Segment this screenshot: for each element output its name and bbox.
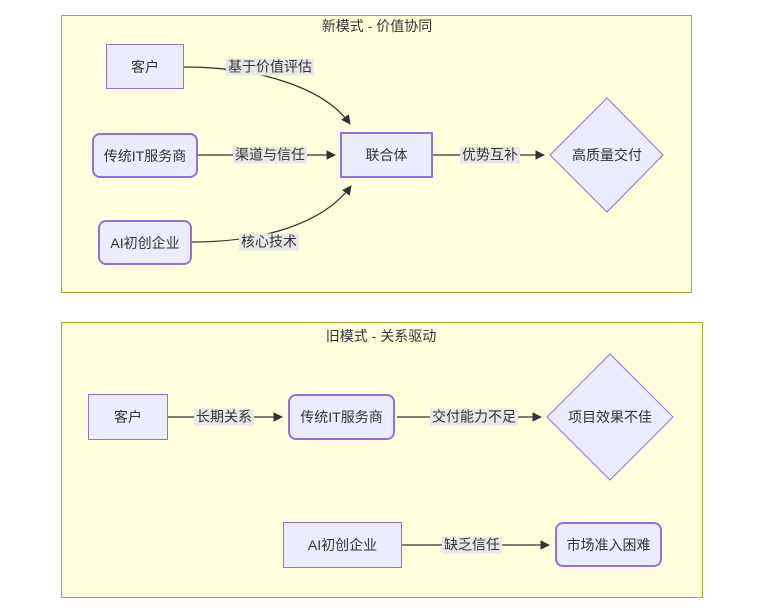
node-consortium: 联合体: [340, 132, 433, 178]
node-label: AI初创企业: [110, 234, 180, 251]
node-traditional-it-new: 传统IT服务商: [92, 133, 198, 178]
edge-label-long-term-relationship: 长期关系: [194, 408, 254, 426]
node-traditional-it-old: 传统IT服务商: [288, 394, 395, 440]
edge-label-insufficient-delivery: 交付能力不足: [430, 408, 518, 426]
node-label: AI初创企业: [307, 537, 378, 553]
edge-label-channel-trust: 渠道与信任: [233, 146, 307, 164]
node-label: 市场准入困难: [566, 536, 651, 553]
node-label: 传统IT服务商: [300, 409, 383, 425]
node-label: 客户: [131, 58, 159, 75]
node-customer-old: 客户: [88, 394, 168, 440]
node-ai-startup-new: AI初创企业: [98, 220, 192, 265]
node-ai-startup-old: AI初创企业: [283, 522, 402, 568]
node-customer-new: 客户: [106, 44, 184, 89]
node-label: 客户: [114, 409, 142, 425]
edge-label-core-technology: 核心技术: [239, 233, 299, 251]
edge-label-lack-of-trust: 缺乏信任: [442, 536, 502, 554]
cluster-title-old-model: 旧模式 - 关系驱动: [325, 328, 437, 344]
node-high-quality-delivery-label: 高质量交付: [572, 147, 642, 163]
node-poor-project-results-label: 项目效果不佳: [568, 409, 652, 425]
node-market-access-difficulty: 市场准入困难: [555, 522, 662, 567]
cluster-title-new-model: 新模式 - 价值协同: [321, 18, 433, 34]
node-label: 传统IT服务商: [103, 147, 187, 164]
node-label: 联合体: [365, 147, 408, 163]
edge-label-value-assessment: 基于价值评估: [226, 58, 314, 76]
edge-label-complementary-advantages: 优势互补: [460, 146, 520, 164]
